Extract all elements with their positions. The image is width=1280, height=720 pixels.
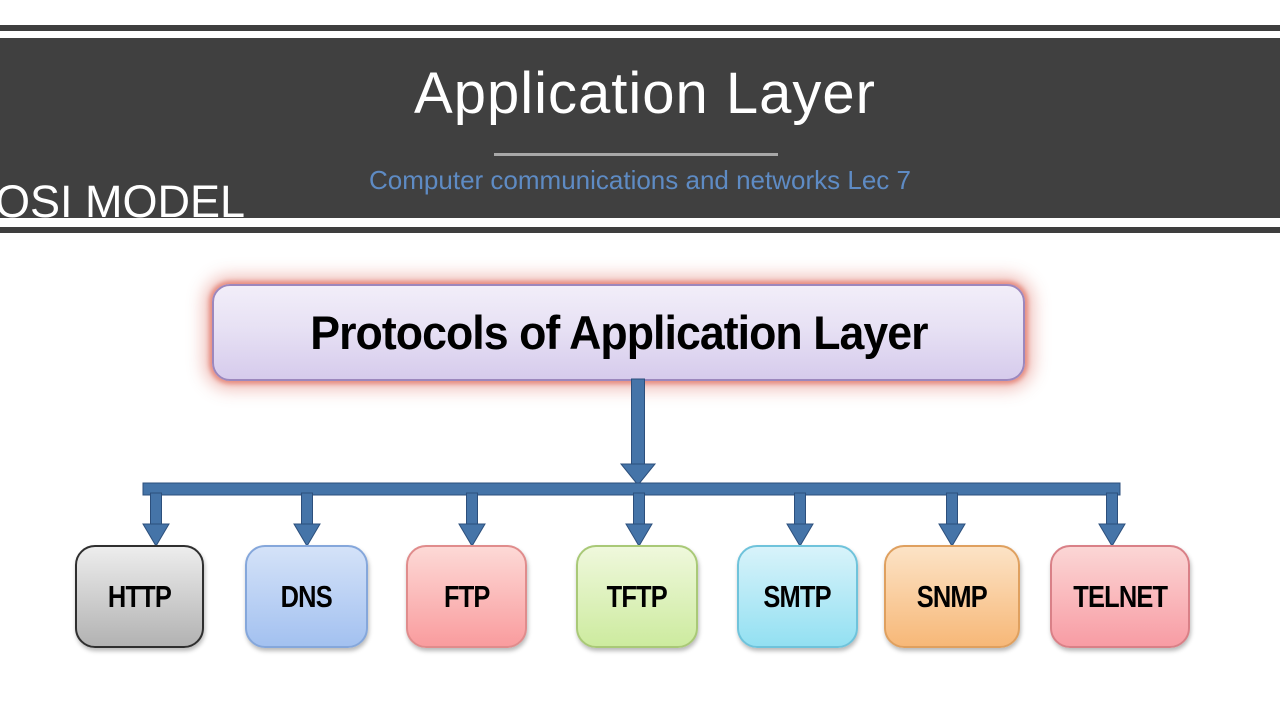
osi-model-label: OSI MODEL bbox=[0, 176, 246, 227]
down-arrow-icon bbox=[619, 378, 657, 486]
protocol-node-label: SMTP bbox=[763, 578, 832, 614]
title-underline bbox=[494, 153, 778, 156]
root-protocols-label: Protocols of Application Layer bbox=[309, 306, 928, 359]
bus-bar bbox=[142, 482, 1121, 496]
slide-subtitle: Computer communications and networks Lec… bbox=[369, 165, 911, 195]
protocol-node-label: FTP bbox=[443, 578, 490, 614]
slide-title: Application Layer bbox=[414, 61, 876, 126]
protocol-node-ftp: FTP bbox=[406, 545, 527, 648]
protocol-node-label: SNMP bbox=[916, 578, 988, 614]
bottom-divider-line bbox=[0, 227, 1280, 233]
top-divider-line bbox=[0, 25, 1280, 31]
protocol-node-label: DNS bbox=[280, 578, 333, 614]
protocol-node-http: HTTP bbox=[75, 545, 204, 648]
protocol-node-label: HTTP bbox=[107, 578, 172, 614]
protocol-node-smtp: SMTP bbox=[737, 545, 858, 648]
branch-arrows bbox=[142, 492, 1126, 547]
header-band bbox=[0, 38, 1280, 218]
protocol-node-label: TELNET bbox=[1073, 578, 1168, 614]
protocol-node-tftp: TFTP bbox=[576, 545, 698, 648]
protocol-node-telnet: TELNET bbox=[1050, 545, 1190, 648]
protocol-node-label: TFTP bbox=[606, 578, 668, 614]
protocol-node-dns: DNS bbox=[245, 545, 368, 648]
protocol-node-snmp: SNMP bbox=[884, 545, 1020, 648]
root-protocols-box: Protocols of Application Layer bbox=[212, 284, 1025, 381]
